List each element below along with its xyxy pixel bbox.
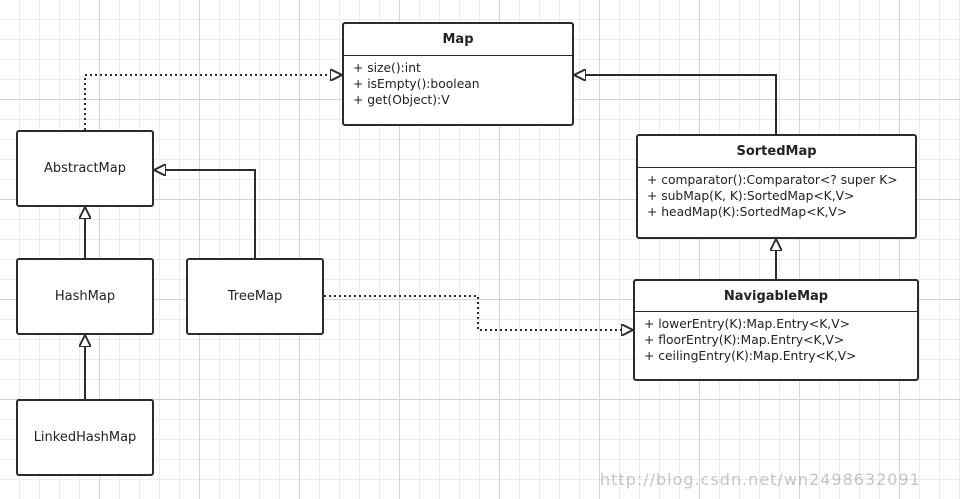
- method: + lowerEntry(K):Map.Entry<K,V>: [644, 317, 850, 331]
- method: + subMap(K, K):SortedMap<K,V>: [647, 189, 855, 203]
- class-navigablemap[interactable]: NavigableMap + lowerEntry(K):Map.Entry<K…: [633, 279, 919, 381]
- method-list: + comparator():Comparator<? super K> + s…: [638, 168, 915, 220]
- class-linkedhashmap[interactable]: LinkedHashMap: [16, 399, 154, 476]
- method: + comparator():Comparator<? super K>: [647, 173, 898, 187]
- class-abstractmap[interactable]: AbstractMap: [16, 130, 154, 207]
- class-map[interactable]: Map + size():int + isEmpty():boolean + g…: [342, 22, 574, 126]
- method: + get(Object):V: [353, 93, 450, 107]
- class-name: TreeMap: [227, 289, 283, 304]
- edge-treemap-abstractmap: [154, 170, 256, 259]
- method: + isEmpty():boolean: [353, 77, 480, 91]
- watermark: http://blog.csdn.net/wn2498632091: [600, 470, 921, 489]
- class-name: HashMap: [54, 289, 116, 304]
- class-hashmap[interactable]: HashMap: [16, 258, 154, 335]
- method: + headMap(K):SortedMap<K,V>: [647, 205, 848, 219]
- class-name: Map: [344, 24, 572, 56]
- class-name: AbstractMap: [43, 161, 126, 176]
- method: + ceilingEntry(K):Map.Entry<K,V>: [644, 349, 857, 363]
- method: + floorEntry(K):Map.Entry<K,V>: [644, 333, 845, 347]
- edge-abstractmap-map: [84, 75, 342, 130]
- class-treemap[interactable]: TreeMap: [186, 258, 324, 335]
- class-name: NavigableMap: [635, 281, 917, 312]
- method-list: + lowerEntry(K):Map.Entry<K,V> + floorEn…: [635, 312, 917, 364]
- class-name: SortedMap: [638, 136, 915, 168]
- class-sortedmap[interactable]: SortedMap + comparator():Comparator<? su…: [636, 134, 917, 239]
- method-list: + size():int + isEmpty():boolean + get(O…: [344, 56, 572, 108]
- method: + size():int: [353, 61, 421, 75]
- edge-sortedmap-map: [574, 75, 777, 135]
- class-name: LinkedHashMap: [33, 430, 137, 445]
- edge-treemap-navigablemap: [324, 295, 633, 330]
